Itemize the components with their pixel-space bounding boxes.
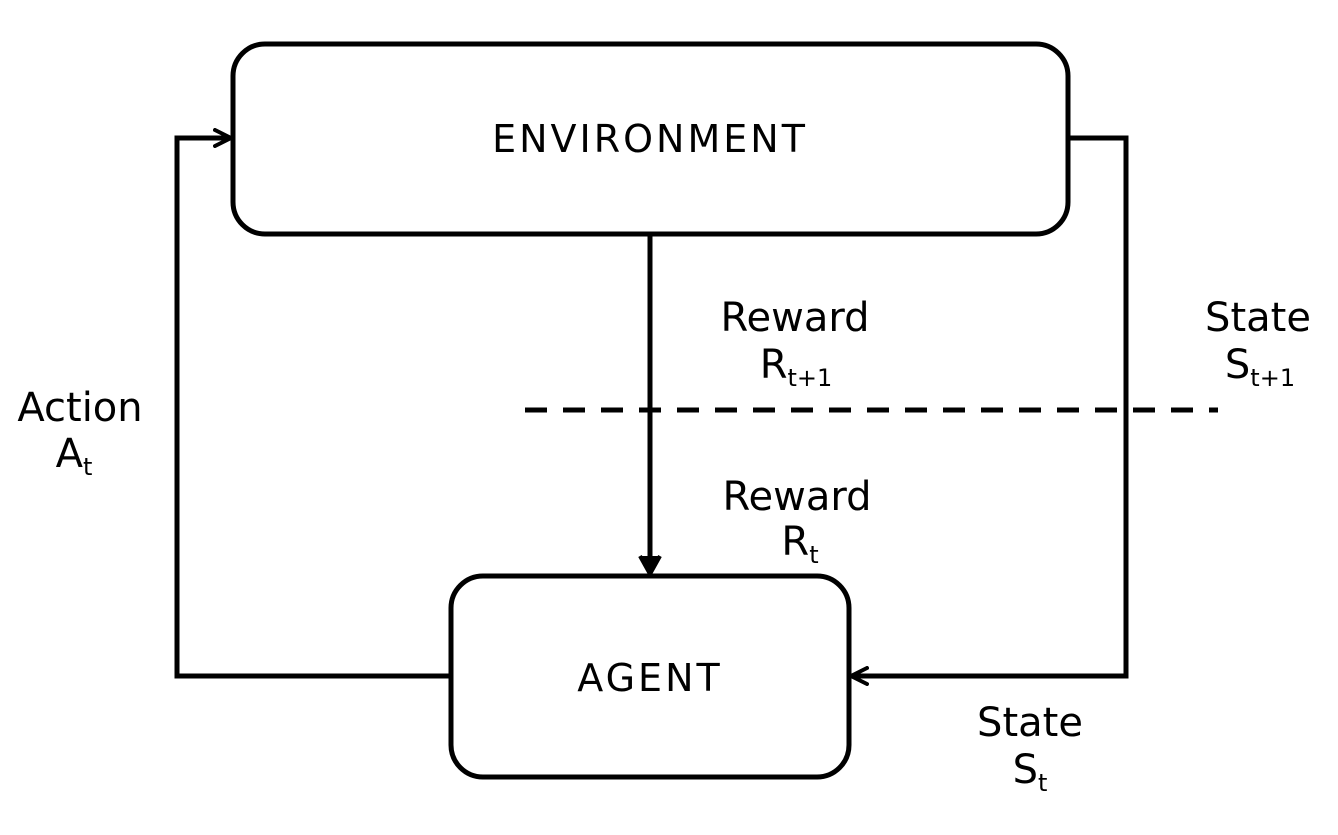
action-symbol: At: [56, 431, 93, 481]
state-arrow: [849, 135, 1129, 686]
reward-next-word: Reward: [721, 295, 870, 341]
agent-label: AGENT: [577, 656, 722, 700]
reward-arrowhead-icon: [638, 555, 662, 576]
state-next-symbol: St+1: [1225, 342, 1295, 392]
state-current-symbol: St: [1013, 747, 1048, 797]
reward-next-symbol: Rt+1: [760, 342, 833, 392]
state-next-word: State: [1205, 295, 1311, 341]
environment-label: ENVIRONMENT: [492, 117, 808, 161]
agent-node: AGENT: [448, 573, 852, 780]
state-current-label: State St: [977, 700, 1083, 797]
action-word: Action: [17, 385, 142, 431]
reward-current-word: Reward: [723, 474, 872, 520]
reward-current-symbol: Rt: [781, 519, 818, 569]
reward-next-label: Reward Rt+1: [721, 295, 870, 392]
action-label: Action At: [17, 385, 142, 481]
environment-node: ENVIRONMENT: [230, 41, 1071, 237]
reward-current-label: Reward Rt: [723, 474, 872, 569]
action-arrow: [174, 128, 451, 679]
state-current-word: State: [977, 700, 1083, 746]
state-next-label: State St+1: [1205, 295, 1311, 392]
